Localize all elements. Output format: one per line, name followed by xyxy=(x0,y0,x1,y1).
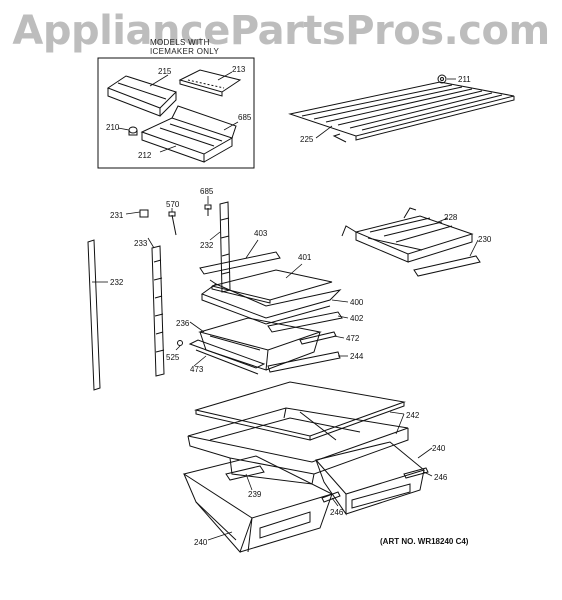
callout-473: 473 xyxy=(190,365,204,374)
leader-lines xyxy=(92,71,479,541)
part-242-frame xyxy=(187,407,409,485)
callout-403: 403 xyxy=(254,229,268,238)
part-210 xyxy=(128,126,138,136)
callout-211: 211 xyxy=(458,75,471,84)
callout-225: 225 xyxy=(300,135,314,144)
part-242-cover xyxy=(194,381,406,441)
part-236-pan xyxy=(198,317,322,371)
part-225-wire-shelf xyxy=(288,81,515,143)
callout-233: 233 xyxy=(134,239,148,248)
part-232-right-rail xyxy=(219,201,231,293)
callout-472: 472 xyxy=(346,334,360,343)
callout-236: 236 xyxy=(176,319,190,328)
part-570-screw xyxy=(168,211,177,236)
part-239-trim xyxy=(225,465,265,481)
icemaker-inset-box xyxy=(97,57,255,169)
callout-213: 213 xyxy=(232,65,246,74)
part-246-handle-left xyxy=(321,491,341,503)
callout-246-right: 246 xyxy=(434,473,448,482)
callout-232-left: 232 xyxy=(110,278,124,287)
part-215-bin xyxy=(106,75,177,117)
callout-525: 525 xyxy=(166,353,180,362)
callout-240-right: 240 xyxy=(432,444,446,453)
art-number: (ART NO. WR18240 C4) xyxy=(380,537,469,546)
callout-244: 244 xyxy=(350,352,364,361)
callout-212: 212 xyxy=(138,151,152,160)
callout-231: 231 xyxy=(110,211,124,220)
callout-242: 242 xyxy=(406,411,420,420)
inset-note-line2: ICEMAKER ONLY xyxy=(150,47,220,56)
part-403-trim xyxy=(199,251,281,275)
callout-400: 400 xyxy=(350,298,364,307)
part-231-block xyxy=(139,209,149,218)
part-402-trim xyxy=(267,311,343,333)
callout-228: 228 xyxy=(444,213,458,222)
callout-246-left: 246 xyxy=(330,508,344,517)
part-246-handle-right xyxy=(403,467,429,479)
callout-230: 230 xyxy=(478,235,492,244)
callout-401: 401 xyxy=(298,253,312,262)
callout-232-right: 232 xyxy=(200,241,214,250)
callout-570: 570 xyxy=(166,200,180,209)
callout-215: 215 xyxy=(158,67,172,76)
part-401-glass xyxy=(211,269,333,304)
inset-note-line1: MODELS WITH xyxy=(150,38,210,47)
callout-labels: 215 213 211 685 210 212 225 685 570 231 … xyxy=(106,65,492,547)
part-212-shelf xyxy=(140,105,237,163)
part-244-trim xyxy=(267,351,341,373)
part-525-screw xyxy=(177,340,183,346)
part-233-ladder-rail xyxy=(151,245,165,377)
part-473-slide xyxy=(188,339,266,375)
callout-685-inset: 685 xyxy=(238,113,252,122)
watermark: AppliancePartsPros.com xyxy=(12,8,550,54)
callout-210: 210 xyxy=(106,123,120,132)
part-211-cap xyxy=(437,74,447,84)
part-213-tray xyxy=(178,69,242,97)
callout-402: 402 xyxy=(350,314,364,323)
part-232-left-rail xyxy=(87,239,101,391)
part-230-trim xyxy=(413,255,481,277)
callout-685: 685 xyxy=(200,187,214,196)
callout-239: 239 xyxy=(248,490,262,499)
part-685-screw xyxy=(204,204,212,216)
part-400-frame xyxy=(200,279,342,325)
callout-240-left: 240 xyxy=(194,538,208,547)
part-228-shelf xyxy=(341,207,474,263)
